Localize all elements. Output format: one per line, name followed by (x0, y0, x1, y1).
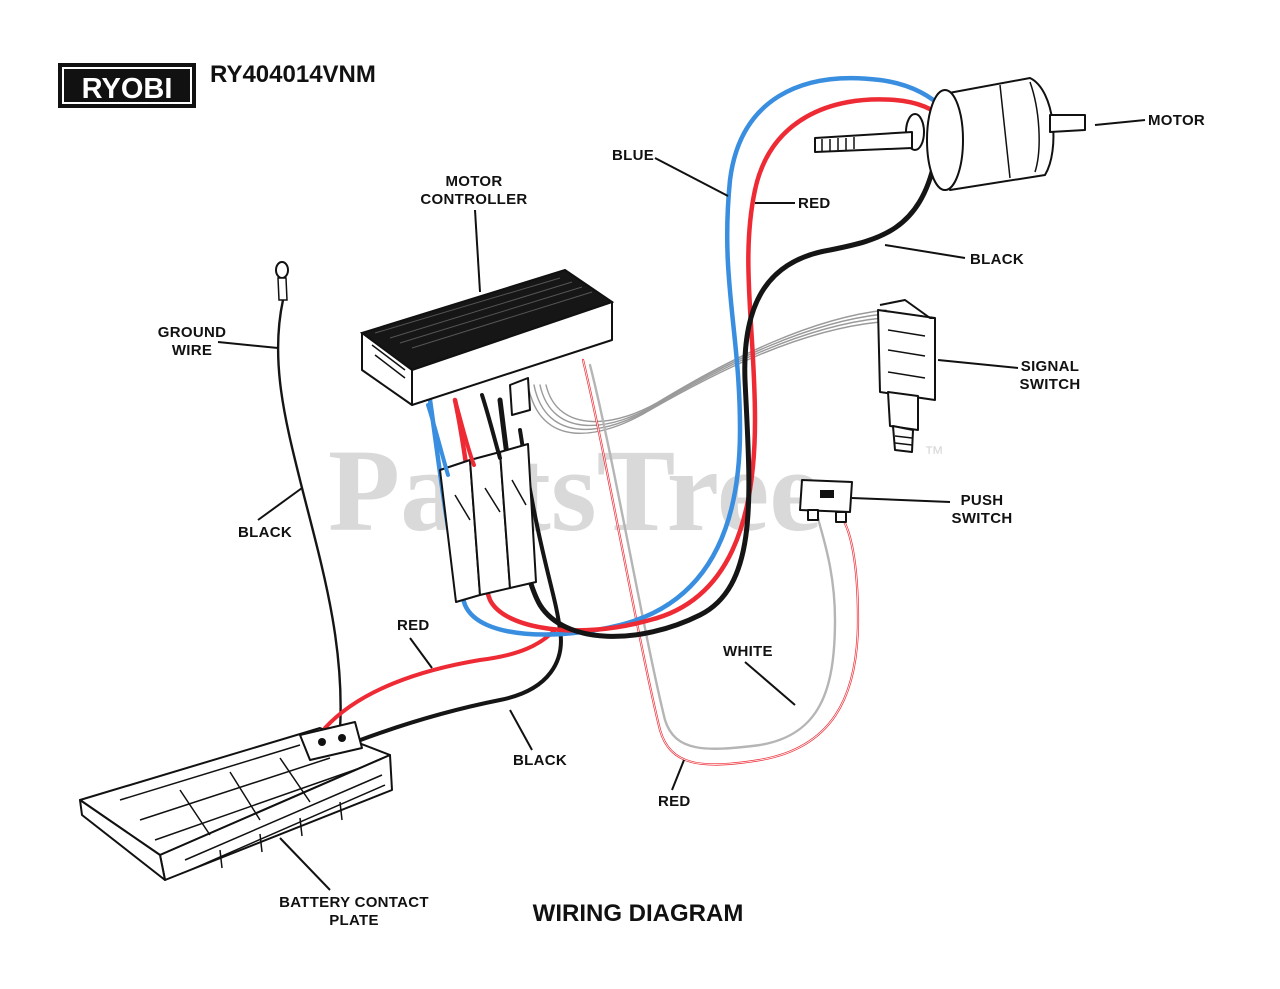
label-red-top: RED (798, 195, 831, 212)
red-wire-battery (323, 628, 557, 730)
ground-ring-terminal (275, 261, 289, 301)
label-black-bottom: BLACK (513, 752, 567, 769)
label-motor-controller-1: MOTOR (445, 173, 502, 190)
red-wire-push-switch (581, 358, 860, 766)
watermark-trademark: ™ (924, 443, 944, 465)
signal-switch (877, 299, 936, 453)
label-motor-controller-2: CONTROLLER (420, 191, 527, 208)
blue-wire-motor (427, 75, 948, 637)
black-wire-motor (497, 157, 938, 639)
label-push-switch-1: PUSH (961, 492, 1004, 509)
red-wire-motor (452, 97, 948, 633)
label-battery-plate-2: PLATE (329, 912, 379, 929)
model-number: RY404014VNM (210, 61, 376, 88)
label-motor: MOTOR (1148, 112, 1205, 129)
push-switch (799, 479, 853, 523)
label-white: WHITE (723, 643, 773, 660)
label-red-mid: RED (397, 617, 430, 634)
label-black-top: BLACK (970, 251, 1024, 268)
red-wire-push-switch-inner (582, 359, 859, 765)
label-blue: BLUE (612, 147, 654, 164)
white-wire-push-switch (588, 363, 837, 750)
ground-wire (276, 298, 342, 732)
leader-lines (217, 119, 1146, 891)
label-signal-switch-2: SWITCH (1020, 376, 1081, 393)
black-wire-battery (353, 428, 563, 744)
motor (814, 77, 1086, 191)
label-ground-wire-2: WIRE (172, 342, 212, 359)
battery-contact-plate (79, 721, 393, 881)
label-black-left: BLACK (238, 524, 292, 541)
label-battery-plate-1: BATTERY CONTACT (279, 894, 429, 911)
signal-switch-cable (527, 309, 887, 434)
diagram-title: WIRING DIAGRAM (533, 900, 744, 927)
label-push-switch-2: SWITCH (952, 510, 1013, 527)
logo-text: RYOBI (82, 73, 173, 105)
ryobi-logo: RYOBI (58, 63, 196, 108)
motor-controller (359, 268, 615, 603)
label-red-bottom: RED (658, 793, 691, 810)
label-signal-switch-1: SIGNAL (1021, 358, 1079, 375)
label-ground-wire-1: GROUND (158, 324, 226, 341)
